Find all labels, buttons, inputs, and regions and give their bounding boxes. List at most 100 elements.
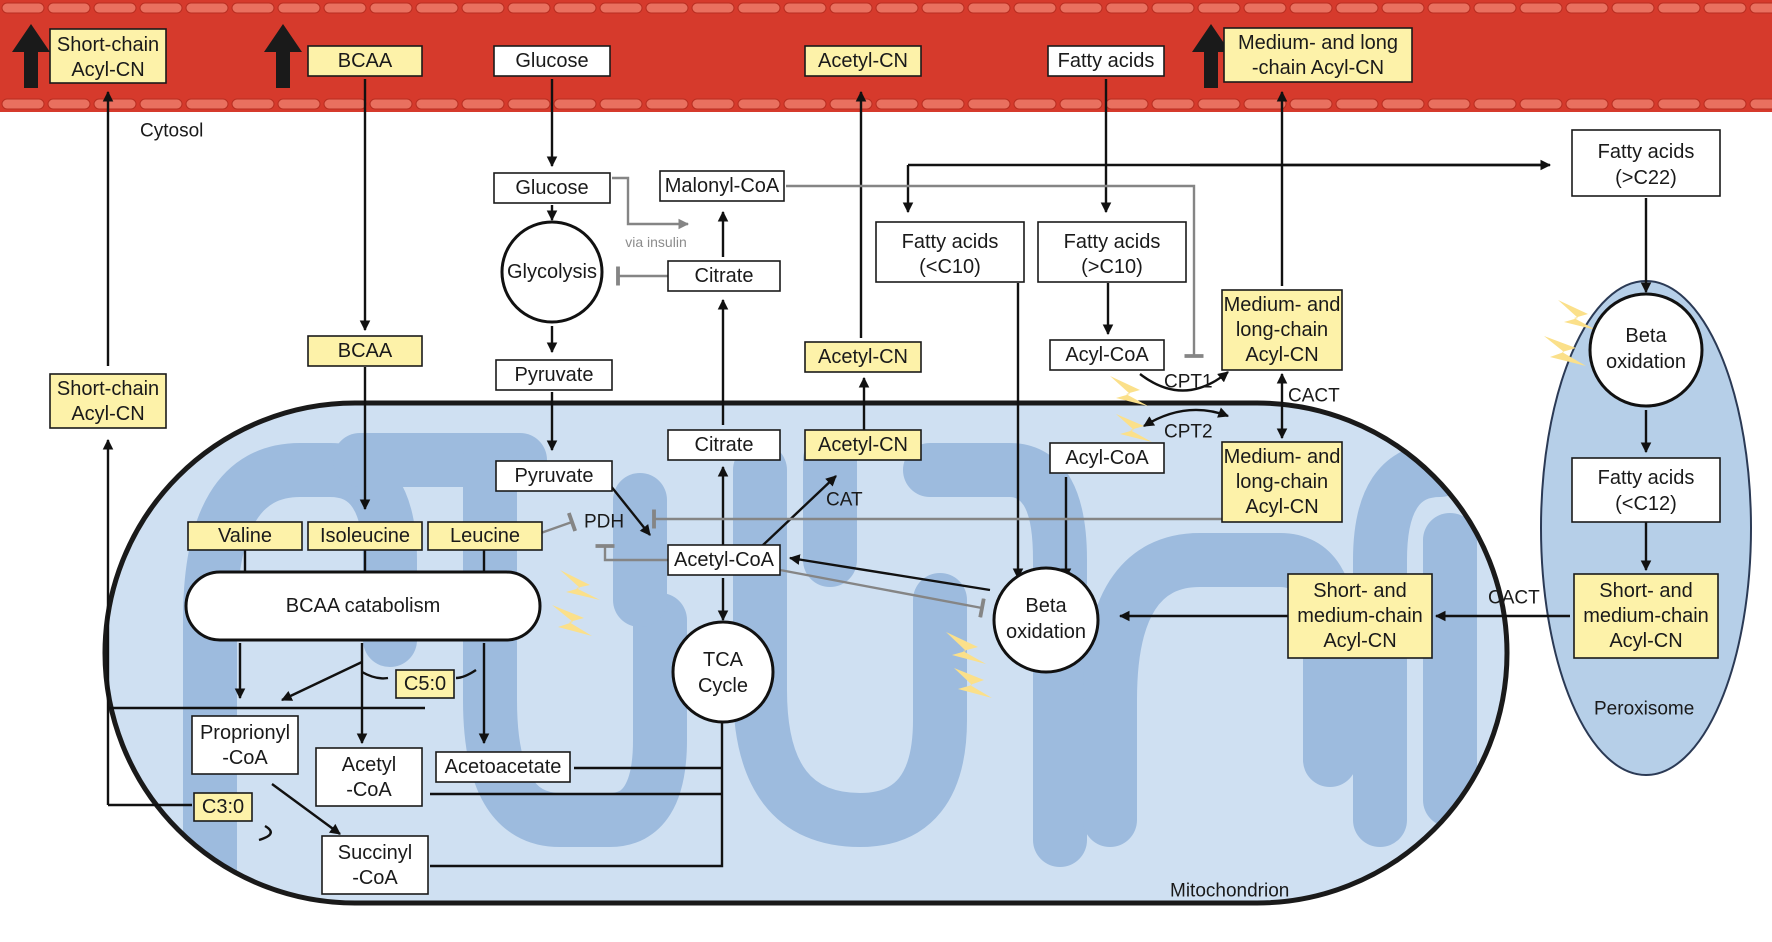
svg-text:(>C10): (>C10) xyxy=(1081,256,1143,278)
efflux-up-arrow-icon xyxy=(264,24,302,88)
fatty-acids-lt-c10: Fatty acids (<C10) xyxy=(875,221,1025,283)
cpt1-label: CPT1 xyxy=(1164,372,1213,393)
svg-text:medium-chain: medium-chain xyxy=(1583,605,1709,627)
svg-text:Acyl-CN: Acyl-CN xyxy=(71,403,144,425)
svg-text:Acyl-CoA: Acyl-CoA xyxy=(1065,447,1149,469)
svg-text:Glucose: Glucose xyxy=(515,50,588,72)
c3-0: C3:0 xyxy=(193,792,253,822)
short-chain-acyl-cn-blood: Short-chain Acyl-CN xyxy=(49,28,167,84)
svg-text:Acyl-CN: Acyl-CN xyxy=(71,59,144,81)
glycolysis-node: Glycolysis xyxy=(500,220,604,324)
acyl-coa-mito: Acyl-CoA xyxy=(1049,442,1165,474)
short-medium-acyl-cn-mito: Short- and medium-chain Acyl-CN xyxy=(1287,573,1433,659)
pathway-arrows xyxy=(102,79,1652,868)
svg-text:Short- and: Short- and xyxy=(1313,580,1406,602)
short-medium-acyl-cn-peroxisome: Short- and medium-chain Acyl-CN xyxy=(1573,573,1719,659)
fatty-acids-gt-c22: Fatty acids (>C22) xyxy=(1571,129,1721,197)
blood-vessel xyxy=(0,0,1772,112)
svg-text:Acetyl-CN: Acetyl-CN xyxy=(818,346,908,368)
svg-text:Fatty acids: Fatty acids xyxy=(1598,141,1695,163)
svg-text:Short-chain: Short-chain xyxy=(57,378,159,400)
citrate-cytosol: Citrate xyxy=(667,260,781,292)
efflux-up-arrow-icon xyxy=(1192,24,1230,88)
svg-text:Acetyl: Acetyl xyxy=(342,754,396,776)
cat-label: CAT xyxy=(826,490,863,511)
mitochondrion-label: Mitochondrion xyxy=(1170,881,1289,902)
acetoacetate: Acetoacetate xyxy=(435,751,571,783)
svg-text:Acetyl-CoA: Acetyl-CoA xyxy=(674,549,775,571)
acyl-coa-cytosol: Acyl-CoA xyxy=(1049,339,1165,371)
svg-text:Acyl-CN: Acyl-CN xyxy=(1245,496,1318,518)
svg-text:long-chain: long-chain xyxy=(1236,319,1328,341)
proprionyl-coa: Proprionyl -CoA xyxy=(191,715,299,775)
glucose-blood: Glucose xyxy=(493,45,611,77)
svg-text:oxidation: oxidation xyxy=(1606,351,1686,373)
svg-text:-CoA: -CoA xyxy=(352,867,398,889)
pdh-label: PDH xyxy=(584,512,624,533)
svg-text:oxidation: oxidation xyxy=(1006,621,1086,643)
svg-text:Proprionyl: Proprionyl xyxy=(200,722,290,744)
beta-oxidation-peroxisome: Beta oxidation xyxy=(1588,292,1704,408)
svg-text:Acetyl-CN: Acetyl-CN xyxy=(818,434,908,456)
svg-text:Medium- and: Medium- and xyxy=(1224,294,1341,316)
svg-text:(>C22): (>C22) xyxy=(1615,167,1677,189)
bcaa-cytosol: BCAA xyxy=(307,335,423,367)
svg-text:C5:0: C5:0 xyxy=(404,673,446,695)
pyruvate-mito: Pyruvate xyxy=(495,460,613,492)
svg-text:Fatty acids: Fatty acids xyxy=(1064,231,1161,253)
acetyl-cn-cytosol: Acetyl-CN xyxy=(804,341,922,373)
svg-text:C3:0: C3:0 xyxy=(202,796,244,818)
medium-long-acyl-cn-mito: Medium- and long-chain Acyl-CN xyxy=(1221,441,1343,523)
cact-label: CACT xyxy=(1288,386,1340,407)
svg-text:Glycolysis: Glycolysis xyxy=(507,261,597,283)
svg-text:Beta: Beta xyxy=(1025,595,1067,617)
svg-text:Short-chain: Short-chain xyxy=(57,34,159,56)
svg-text:BCAA: BCAA xyxy=(338,50,393,72)
tca-cycle-node: TCA Cycle xyxy=(671,620,775,724)
cytosol-label: Cytosol xyxy=(140,121,203,142)
svg-text:Medium- and: Medium- and xyxy=(1224,446,1341,468)
regulation-lines xyxy=(537,176,1222,618)
acetyl-coa-bcaa: Acetyl -CoA xyxy=(315,747,423,807)
valine: Valine xyxy=(187,521,303,551)
svg-text:Acyl-CoA: Acyl-CoA xyxy=(1065,344,1149,366)
svg-text:(<C12): (<C12) xyxy=(1615,493,1677,515)
via-insulin-label: via insulin xyxy=(625,234,686,250)
svg-text:-CoA: -CoA xyxy=(222,747,268,769)
bcaa-blood: BCAA xyxy=(307,45,423,77)
energy-bolt-icon xyxy=(552,300,1596,698)
fatty-acids-blood: Fatty acids xyxy=(1047,45,1165,77)
medium-long-acyl-cn-blood: Medium- and long -chain Acyl-CN xyxy=(1223,27,1413,83)
svg-text:Acyl-CN: Acyl-CN xyxy=(1323,630,1396,652)
svg-text:Short- and: Short- and xyxy=(1599,580,1692,602)
efflux-up-arrow-icon xyxy=(12,24,50,88)
svg-text:Succinyl: Succinyl xyxy=(338,842,412,864)
citrate-mito: Citrate xyxy=(667,429,781,461)
svg-text:Citrate: Citrate xyxy=(695,434,754,456)
glucose-cytosol: Glucose xyxy=(493,172,611,204)
svg-text:medium-chain: medium-chain xyxy=(1297,605,1423,627)
svg-text:Isoleucine: Isoleucine xyxy=(320,525,410,547)
svg-text:Leucine: Leucine xyxy=(450,525,520,547)
svg-text:TCA: TCA xyxy=(703,649,744,671)
svg-text:BCAA catabolism: BCAA catabolism xyxy=(286,595,441,617)
svg-text:Medium- and long: Medium- and long xyxy=(1238,32,1398,54)
peroxisome-label: Peroxisome xyxy=(1594,699,1694,720)
cact-peroxisome-label: CACT xyxy=(1488,588,1540,609)
svg-text:Fatty acids: Fatty acids xyxy=(1598,467,1695,489)
pyruvate-cytosol: Pyruvate xyxy=(495,359,613,391)
svg-text:BCAA: BCAA xyxy=(338,340,393,362)
svg-text:Acyl-CN: Acyl-CN xyxy=(1245,344,1318,366)
isoleucine: Isoleucine xyxy=(307,521,423,551)
beta-oxidation-mito: Beta oxidation xyxy=(992,566,1100,674)
acetyl-cn-mito: Acetyl-CN xyxy=(804,429,922,461)
fatty-acids-gt-c10: Fatty acids (>C10) xyxy=(1037,221,1187,283)
short-chain-acyl-cn-cytosol: Short-chain Acyl-CN xyxy=(49,373,167,429)
acetyl-cn-blood: Acetyl-CN xyxy=(804,45,922,77)
c5-0: C5:0 xyxy=(395,669,455,699)
fatty-acids-lt-c12: Fatty acids (<C12) xyxy=(1571,457,1721,523)
medium-long-acyl-cn-cytosol: Medium- and long-chain Acyl-CN xyxy=(1221,289,1343,371)
svg-text:Pyruvate: Pyruvate xyxy=(515,465,594,487)
svg-text:Fatty acids: Fatty acids xyxy=(1058,50,1155,72)
